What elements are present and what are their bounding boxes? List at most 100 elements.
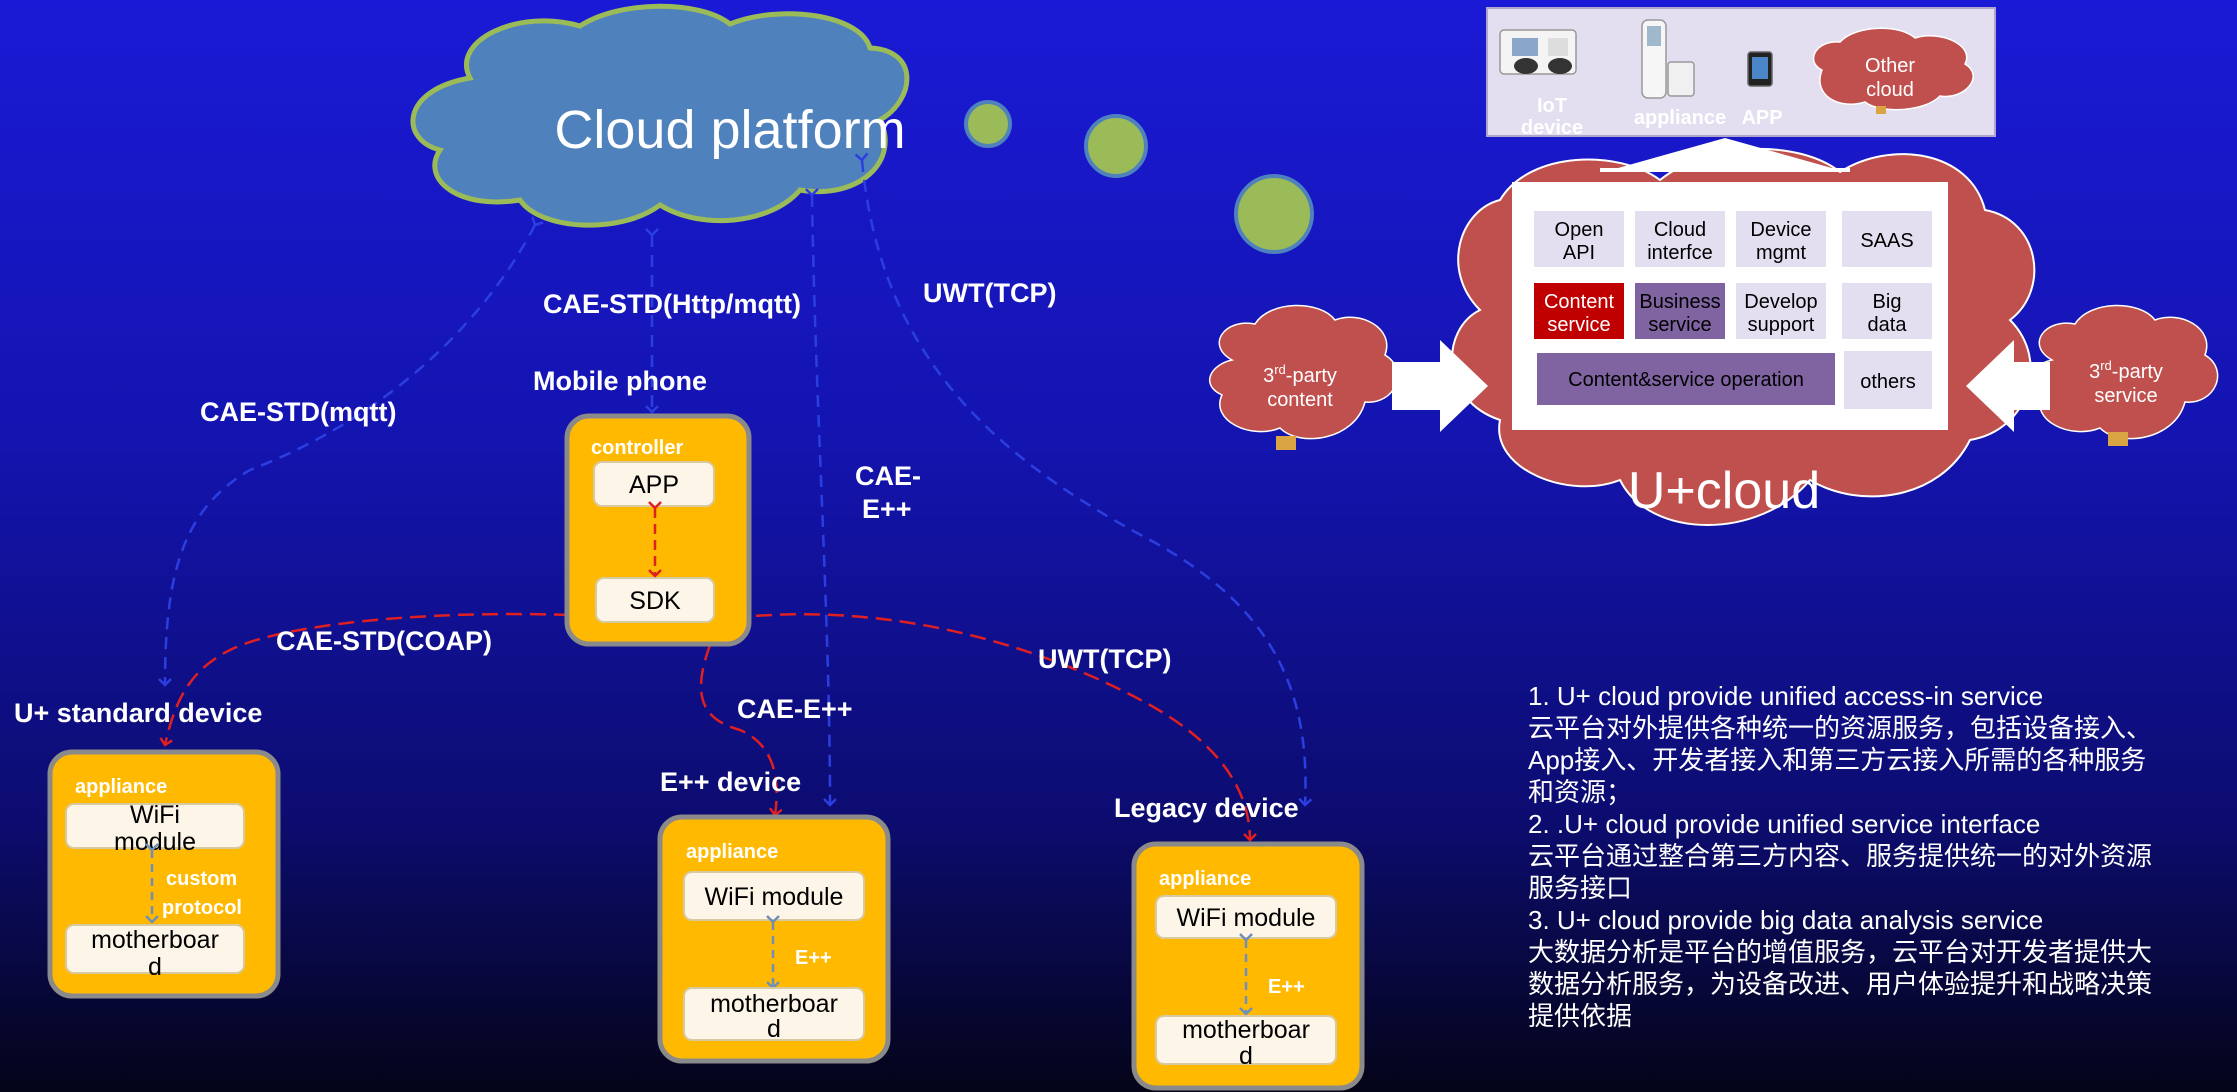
- svc-content-service: [1532, 281, 1626, 341]
- standard-device-tag: appliance: [75, 776, 167, 798]
- svc-open-api-line1: Open: [1555, 219, 1604, 241]
- standard-protocol-line1: custom: [166, 868, 237, 890]
- phone-icon: [1747, 51, 1773, 87]
- note-3-body: 大数据分析是平台的增值服务，云平台对开发者提供大数据分析服务，为设备改进、用户体…: [1528, 937, 2153, 1031]
- svc-others: [1842, 349, 1934, 411]
- svc-operation-label: Content&service operation: [1568, 369, 1804, 391]
- standard-board-line1: motherboar: [91, 926, 219, 954]
- standard-board-box: [65, 924, 245, 974]
- svc-develop-support: [1734, 281, 1828, 341]
- uwt-tcp-top-link: [854, 152, 1313, 807]
- label-cae-std-mqtt: CAE-STD(mqtt): [200, 397, 396, 427]
- standard-device-title: U+ standard device: [14, 698, 262, 728]
- svc-big-data-line1: Big: [1873, 291, 1902, 313]
- svc-device-mgmt: [1734, 209, 1828, 269]
- label-uwt-tcp-top: UWT(TCP): [923, 278, 1056, 308]
- third-party-service-line1: 3rd-party: [2089, 358, 2163, 383]
- svc-open-api-line2: API: [1563, 242, 1595, 264]
- sdk-label: SDK: [629, 587, 681, 615]
- cloud-platform-title: Cloud platform: [554, 100, 905, 160]
- svc-saas-label: SAAS: [1860, 230, 1913, 252]
- note-1-title: 1. U+ cloud provide unified access-in se…: [1528, 681, 2044, 711]
- svc-cloud-interface-line2: interfce: [1647, 242, 1713, 264]
- standard-protocol-line2: protocol: [162, 897, 242, 919]
- svc-saas: [1840, 209, 1934, 269]
- legacy-board-line1: motherboar: [1182, 1016, 1310, 1044]
- svc-cloud-interface-line1: Cloud: [1654, 219, 1706, 241]
- svc-device-mgmt-line2: mgmt: [1756, 242, 1806, 264]
- legacy-device: Legacy device appliance WiFi module E++ …: [1114, 793, 1365, 1091]
- sdk-box: [595, 577, 715, 623]
- u-cloud: Open API Cloud interfce Device mgmt SAAS…: [1451, 138, 2036, 526]
- third-party-content-line2: content: [1267, 389, 1333, 411]
- svc-operation: [1535, 351, 1837, 407]
- svc-content-service-line1: Content: [1544, 291, 1614, 313]
- epp-protocol-label: E++: [795, 947, 832, 969]
- green-bubble-small: [964, 100, 1012, 148]
- uwt-tcp-mid-link: [724, 611, 1257, 842]
- other-cloud: [1812, 27, 1974, 114]
- cloud-platform: Cloud platform: [410, 3, 910, 228]
- note-3-title: 3. U+ cloud provide big data analysis se…: [1528, 905, 2044, 935]
- svc-develop-support-line2: support: [1748, 314, 1815, 336]
- iot-device-line2: device: [1521, 117, 1583, 139]
- app-label: APP: [629, 471, 679, 499]
- legacy-wifi-label: WiFi module: [1177, 904, 1316, 932]
- standard-device: U+ standard device appliance WiFi module…: [14, 698, 281, 999]
- label-cae-epp-low: CAE-E++: [737, 694, 853, 724]
- third-party-service-line2: service: [2094, 385, 2157, 407]
- notes-block: 1. U+ cloud provide unified access-in se…: [1528, 680, 2168, 1032]
- label-cae-epp-line1: CAE-: [855, 461, 921, 491]
- label-cae-std-http-mqtt: CAE-STD(Http/mqtt): [543, 289, 801, 319]
- coap-link: [159, 608, 578, 747]
- label-uwt-tcp-mid: UWT(TCP): [1038, 644, 1171, 674]
- other-cloud-line1: Other: [1865, 55, 1915, 77]
- legacy-board-line2: d: [1239, 1042, 1253, 1070]
- third-party-service: 3rd-party service: [2029, 304, 2219, 446]
- legacy-device-tag: appliance: [1159, 868, 1251, 890]
- third-party-content-line1: 3rd-party: [1263, 362, 1337, 387]
- standard-wifi-line2: module: [114, 828, 196, 856]
- epp-board-box: [683, 987, 865, 1041]
- epp-device-title: E++ device: [660, 767, 801, 797]
- appliance-label: appliance: [1634, 107, 1726, 129]
- epp-device-tag: appliance: [686, 841, 778, 863]
- svc-device-mgmt-line1: Device: [1750, 219, 1811, 241]
- appliance-icon: [1641, 19, 1695, 99]
- svc-big-data-line2: data: [1868, 314, 1908, 336]
- app-client-label: APP: [1741, 107, 1782, 129]
- svc-cloud-interface: [1633, 209, 1727, 269]
- service-arrow: [1966, 340, 2050, 432]
- svc-business-service-line2: service: [1648, 314, 1711, 336]
- mobile-phone: Mobile phone controller APP SDK: [533, 366, 752, 647]
- standard-wifi-line1: WiFi: [130, 801, 180, 829]
- red-connections: [159, 608, 1257, 842]
- epp-board-line1: motherboar: [710, 990, 838, 1018]
- standard-board-line2: d: [148, 953, 162, 981]
- green-bubble-large: [1234, 174, 1314, 254]
- svc-business-service: [1633, 281, 1727, 341]
- mobile-phone-title: Mobile phone: [533, 366, 707, 396]
- iot-device-line1: IoT: [1537, 95, 1567, 117]
- label-cae-epp-line2: E++: [862, 494, 912, 524]
- service-tray-icon: [2108, 432, 2128, 446]
- svc-others-label: others: [1860, 371, 1916, 393]
- note-1-body: 云平台对外提供各种统一的资源服务，包括设备接入、App接入、开发者接入和第三方云…: [1528, 713, 2153, 807]
- svc-open-api: [1532, 209, 1626, 269]
- svc-big-data: [1840, 281, 1934, 341]
- note-2-title: 2. .U+ cloud provide unified service int…: [1528, 809, 2041, 839]
- epp-wifi-label: WiFi module: [705, 883, 844, 911]
- legacy-protocol-label: E++: [1268, 976, 1305, 998]
- controller-tag: controller: [591, 437, 683, 459]
- epp-board-line2: d: [767, 1015, 781, 1043]
- svc-business-service-line1: Business: [1639, 291, 1720, 313]
- svc-develop-support-line1: Develop: [1744, 291, 1817, 313]
- mqtt-link: [158, 216, 544, 687]
- third-party-content: 3rd-party content: [1209, 304, 1399, 450]
- other-cloud-line2: cloud: [1866, 79, 1914, 101]
- label-cae-std-coap: CAE-STD(COAP): [276, 626, 492, 656]
- content-tray-icon: [1276, 436, 1296, 450]
- u-cloud-title: U+cloud: [1628, 462, 1820, 520]
- note-2-body: 云平台通过整合第三方内容、服务提供统一的对外资源服务接口: [1528, 841, 2153, 903]
